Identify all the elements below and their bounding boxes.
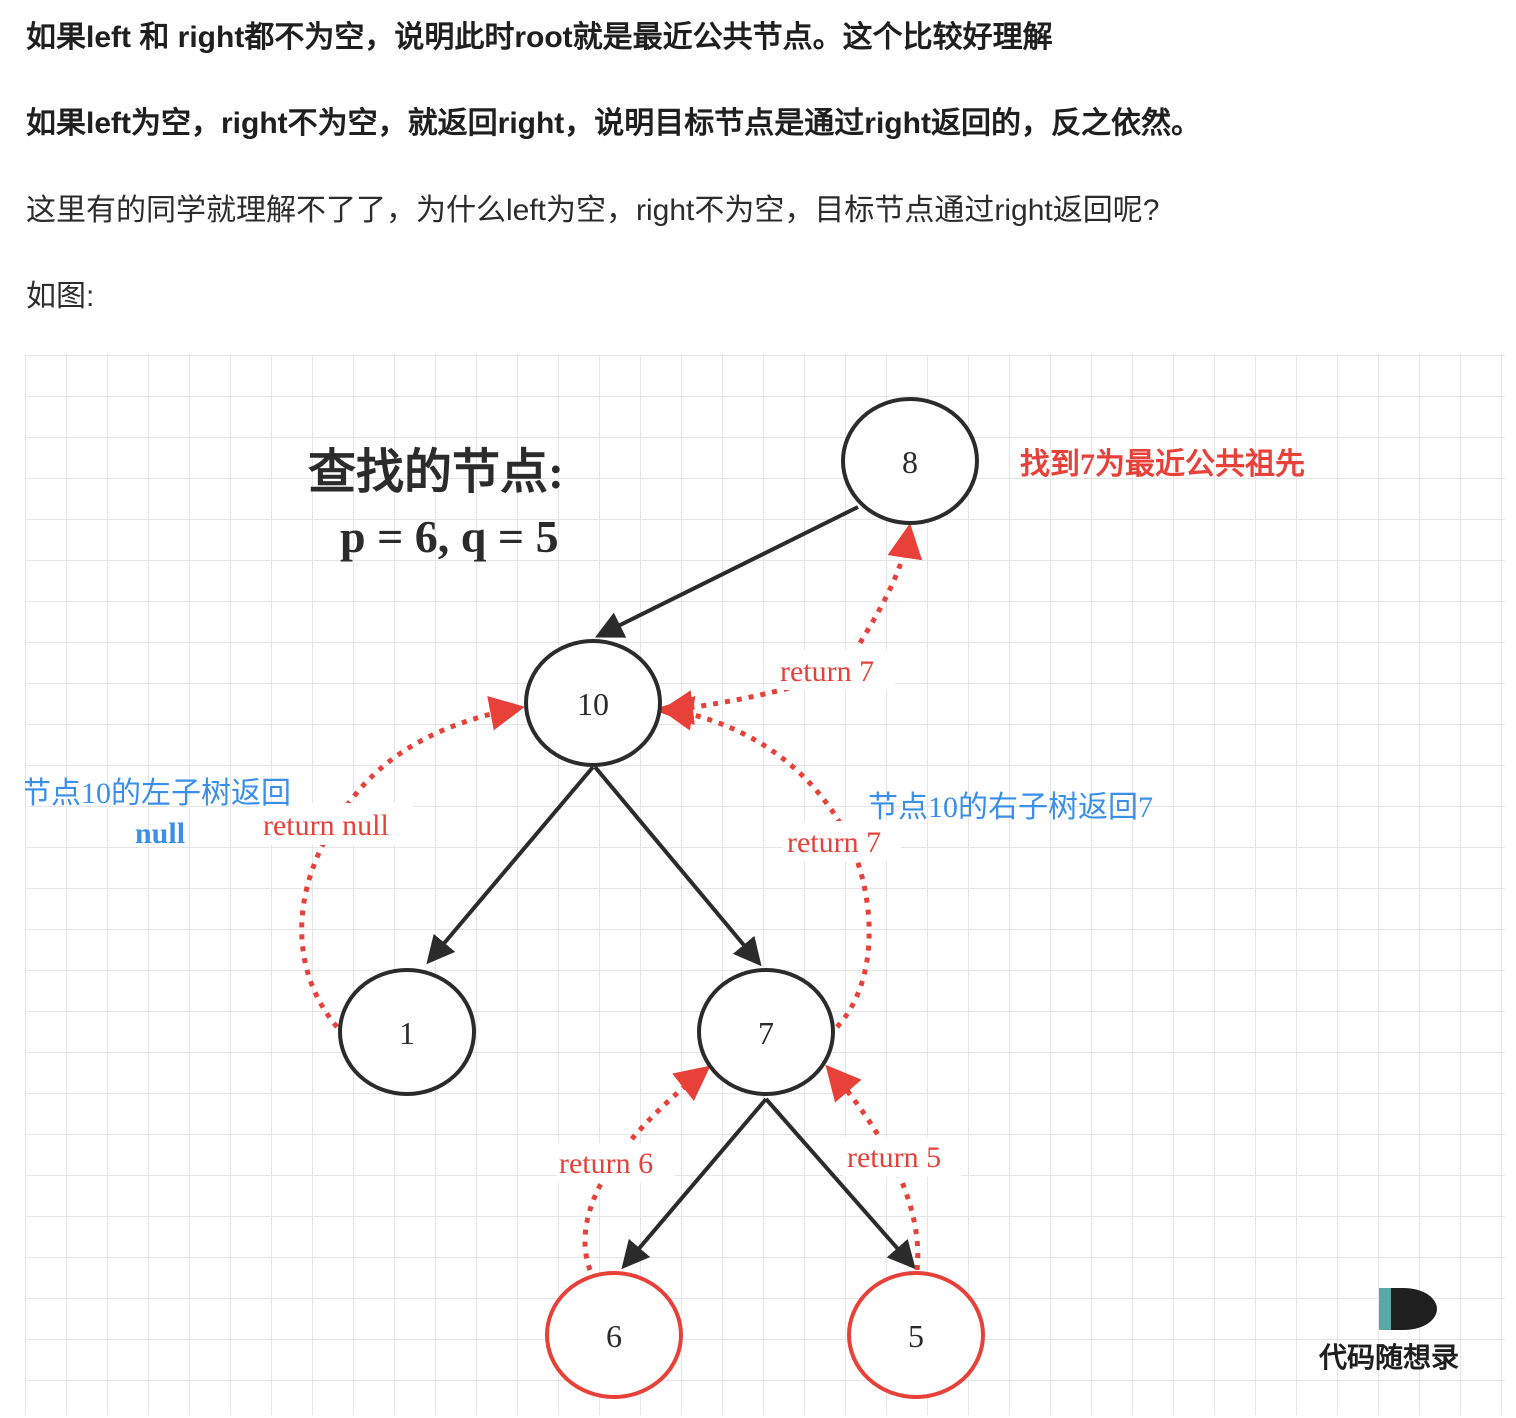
right-subtree-note: 节点10的右子树返回7 [868, 791, 1153, 824]
svg-text:8: 8 [902, 444, 918, 480]
watermark-logo: 代码随想录 [1318, 1288, 1459, 1374]
edge-7-5 [764, 1097, 916, 1270]
paragraph-4: 如图: [26, 280, 95, 313]
node-10: 10 [524, 639, 662, 767]
paragraph-1: 如果left 和 right都不为空，说明此时root就是最近公共节点。这个比较… [26, 21, 1053, 54]
return-6-label: return 6 [559, 1147, 653, 1180]
return-7-lower-label: return 7 [787, 826, 881, 859]
figure-title-line1: 查找的节点: [308, 446, 564, 499]
edge-7-6 [621, 1097, 768, 1270]
paragraph-2: 如果left为空，right不为空，就返回right，说明目标节点是通过righ… [26, 107, 1201, 140]
return-5-label: return 5 [847, 1141, 941, 1174]
figure-title-line2: p = 6, q = 5 [340, 511, 559, 562]
edge-10-1 [426, 765, 595, 965]
edge-8-10 [594, 505, 859, 638]
return-7-upper-label: return 7 [780, 655, 874, 688]
edge-10-7 [593, 765, 762, 967]
node-7: 7 [697, 968, 835, 1096]
paragraph-3: 这里有的同学就理解不了了，为什么left为空，right不为空，目标节点通过ri… [26, 194, 1160, 227]
left-subtree-null: null [135, 817, 185, 850]
return-7-to-root [857, 523, 923, 645]
return-null-to-10 [299, 696, 525, 1029]
node-8: 8 [841, 397, 979, 525]
grid-background [25, 355, 1505, 1415]
svg-text:10: 10 [577, 686, 609, 722]
node-5: 5 [847, 1271, 985, 1399]
svg-text:1: 1 [399, 1015, 415, 1051]
left-subtree-note: 节点10的左子树返回 [25, 777, 291, 810]
svg-text:6: 6 [606, 1318, 622, 1354]
found-ancestor-label: 找到7为最近公共祖先 [1020, 448, 1305, 481]
svg-text:5: 5 [908, 1318, 924, 1354]
svg-text:7: 7 [758, 1015, 774, 1051]
tree-diagram: 8 10 1 7 6 5 查找的节点: p = 6, q = 5 找到7为最近公… [25, 355, 1505, 1415]
return-null-label: return null [263, 809, 389, 842]
node-1: 1 [338, 968, 476, 1096]
tree-edges [426, 505, 916, 1270]
node-6: 6 [545, 1271, 683, 1399]
svg-text:代码随想录: 代码随想录 [1318, 1342, 1459, 1374]
